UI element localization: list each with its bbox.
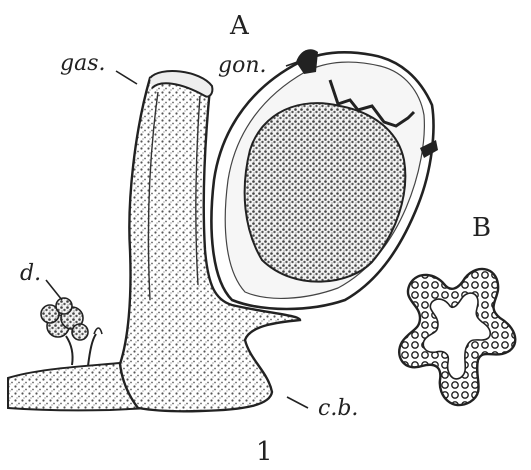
gas-leader (116, 71, 137, 84)
gastrozooid-label: gas. (60, 51, 105, 76)
dactylozooid-label: d. (20, 261, 41, 286)
panel-b-drawing: B (399, 213, 515, 405)
panel-a-drawing: A gas. gon. d. c.b. (8, 11, 438, 421)
d-leader (46, 280, 62, 300)
figure-number: 1 (256, 437, 273, 467)
cb-leader (287, 397, 308, 408)
gonangium-label: gon. (218, 53, 267, 78)
coenosarc-label: c.b. (318, 396, 358, 421)
panel-a-label: A (229, 11, 250, 41)
panel-b-label: B (472, 213, 491, 243)
dactylozooid (41, 298, 102, 366)
